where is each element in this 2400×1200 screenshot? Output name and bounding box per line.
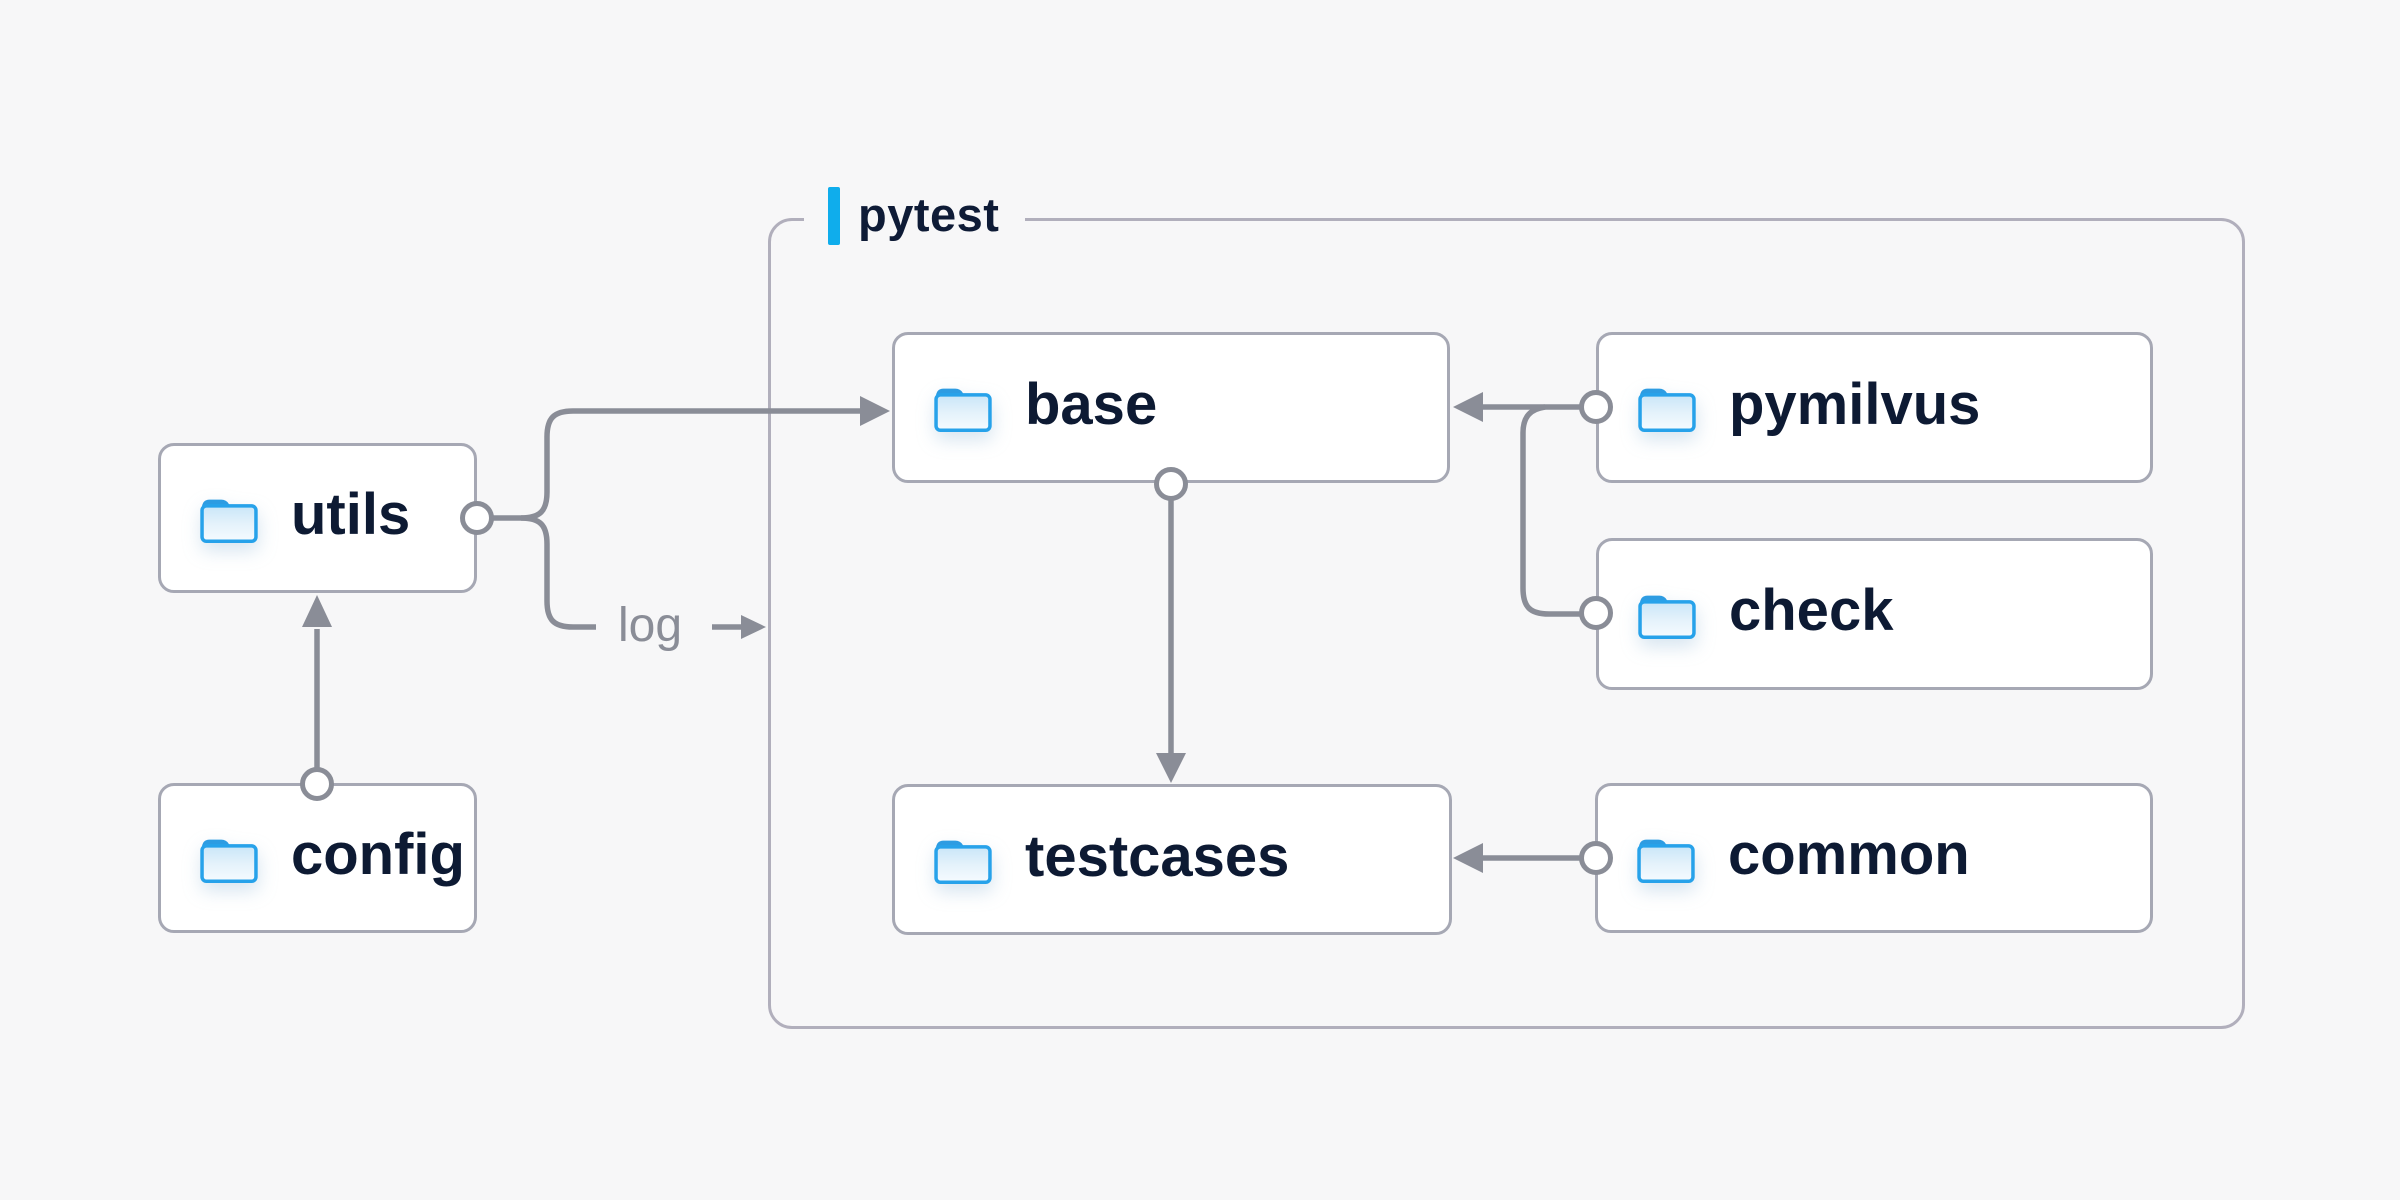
node-pymilvus-label: pymilvus xyxy=(1729,371,1981,437)
edge-line xyxy=(520,515,596,630)
folder-icon xyxy=(931,833,995,886)
node-pymilvus: pymilvus xyxy=(1596,332,2153,483)
pytest-group xyxy=(768,218,2245,1029)
edge-label-log: log xyxy=(617,599,683,652)
node-config-label: config xyxy=(291,822,465,887)
arrowhead-icon xyxy=(302,595,332,627)
folder-icon xyxy=(931,381,995,434)
node-testcases: testcases xyxy=(892,784,1452,935)
folder-icon xyxy=(197,832,261,885)
folder-icon xyxy=(1635,588,1699,641)
node-base: base xyxy=(892,332,1450,483)
node-config: config xyxy=(158,783,477,933)
accent-bar-icon xyxy=(828,187,840,245)
edge-config-to-utils xyxy=(300,595,334,801)
node-base-label: base xyxy=(1025,371,1158,437)
node-common: common xyxy=(1595,783,2153,933)
node-check: check xyxy=(1596,538,2153,690)
folder-icon xyxy=(197,492,261,545)
node-utils: utils xyxy=(158,443,477,593)
folder-icon xyxy=(1634,832,1698,885)
node-utils-label: utils xyxy=(291,482,411,547)
pytest-group-label: pytest xyxy=(804,183,1026,249)
node-testcases-label: testcases xyxy=(1025,823,1290,889)
folder-icon xyxy=(1635,381,1699,434)
node-common-label: common xyxy=(1728,822,1970,887)
arrowhead-icon xyxy=(741,615,766,639)
node-check-label: check xyxy=(1729,578,1894,643)
pytest-group-title: pytest xyxy=(858,187,1000,241)
